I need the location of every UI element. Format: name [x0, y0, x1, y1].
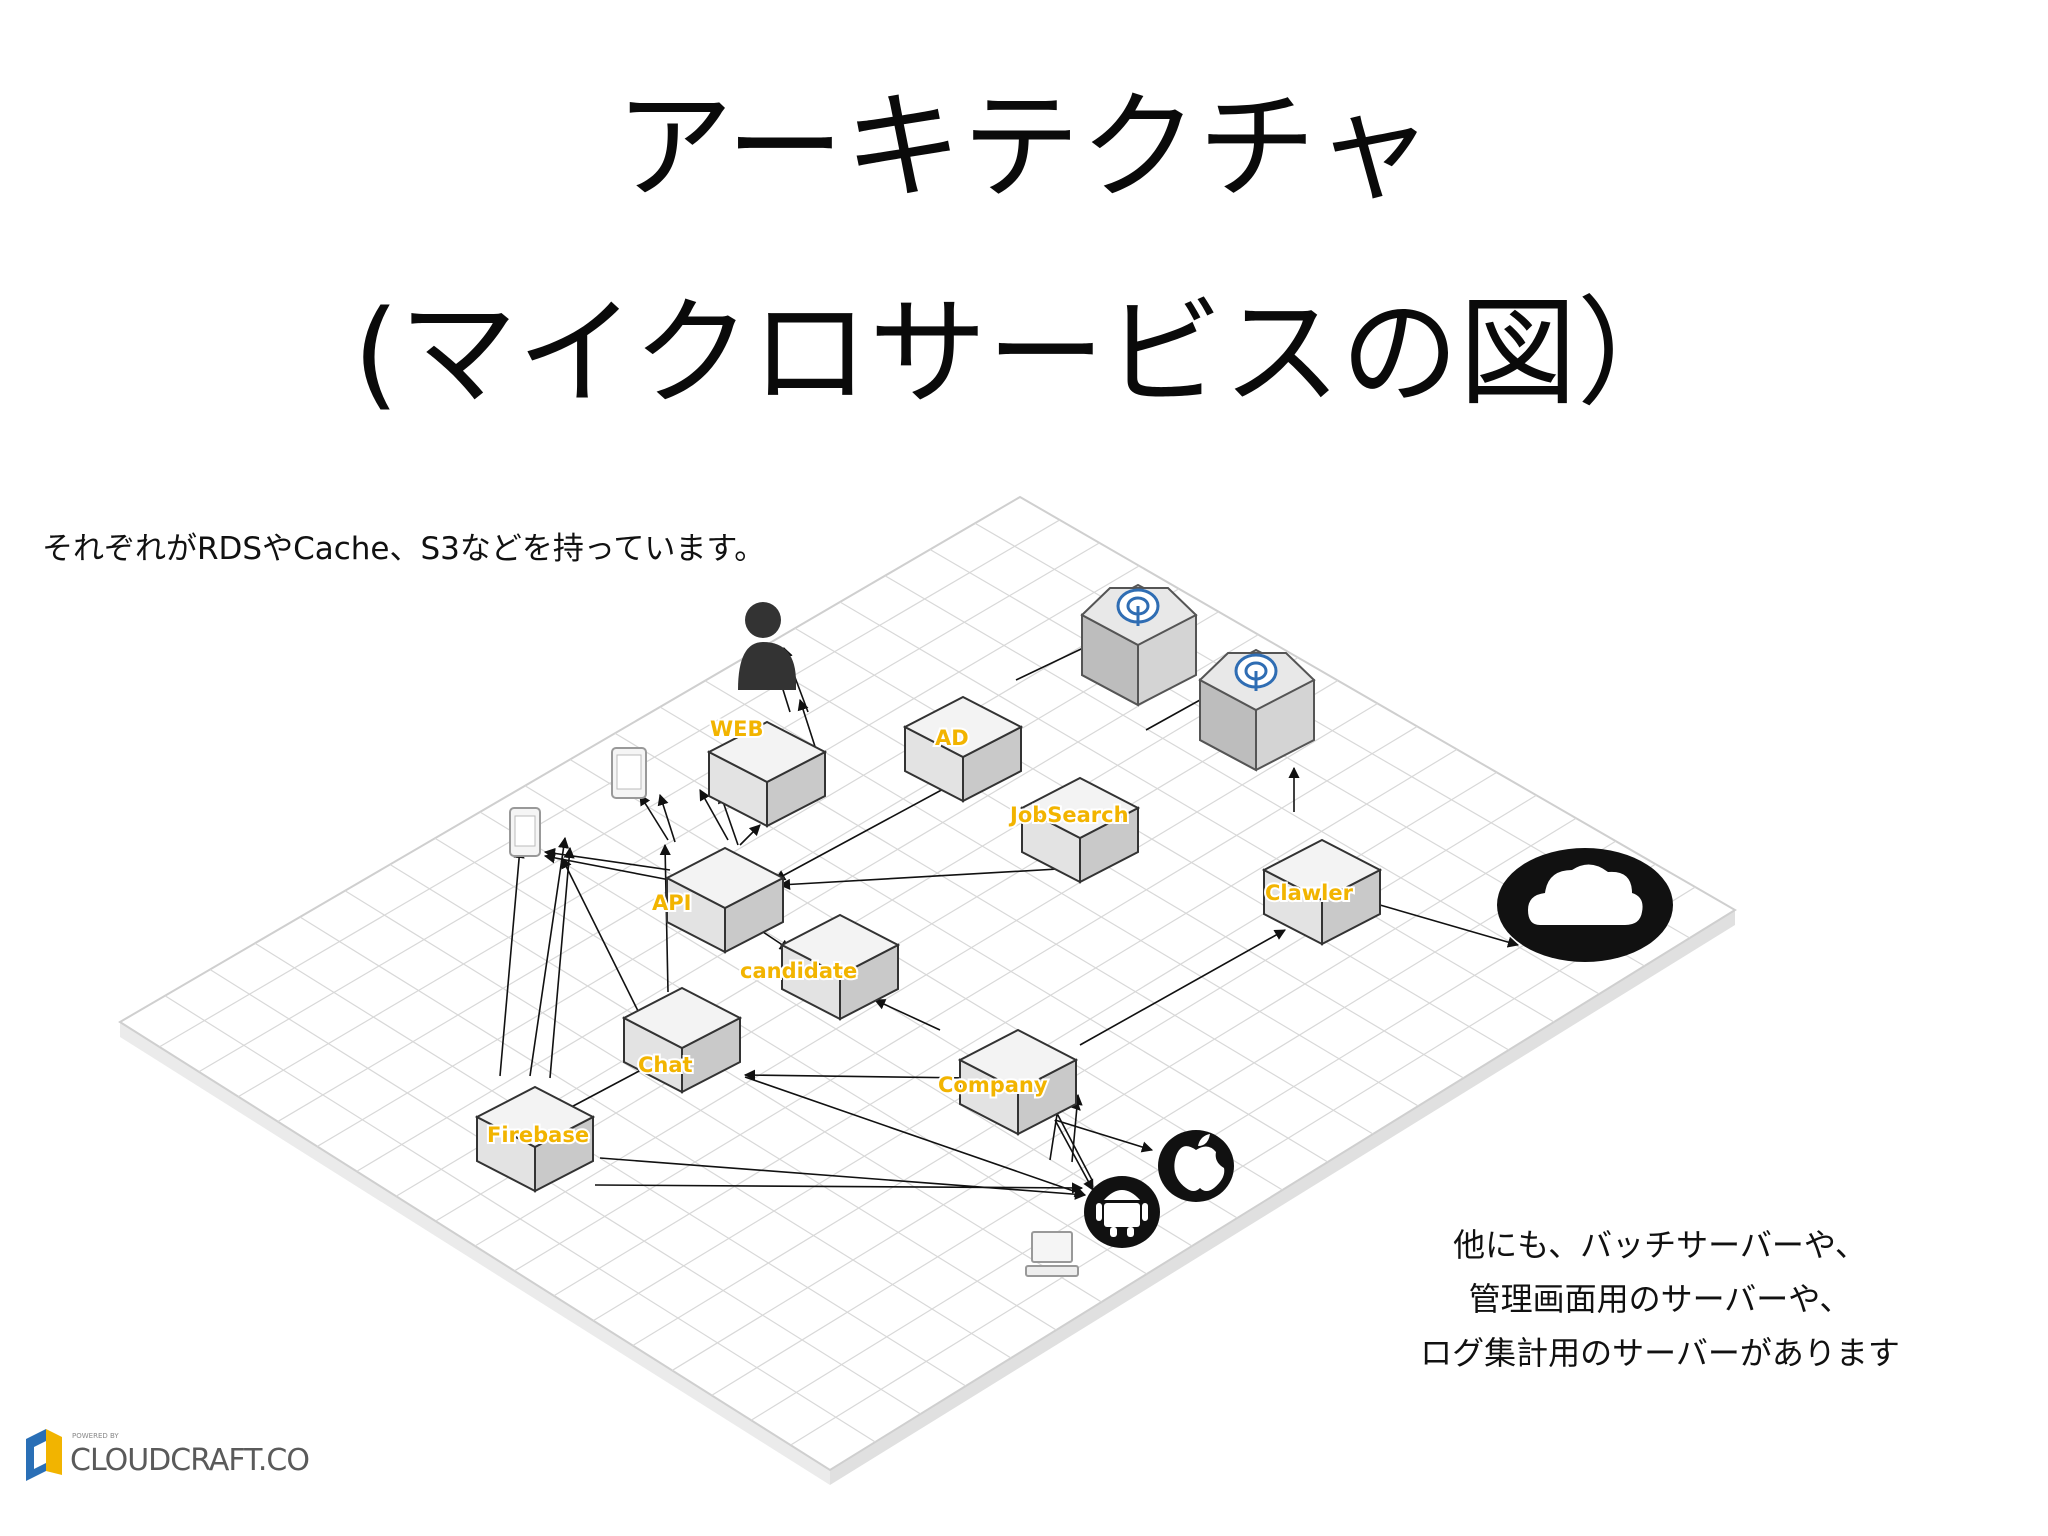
- connection-arrow: [599, 1157, 1087, 1200]
- connection-arrow: [657, 793, 676, 843]
- connection-arrow: [1054, 1119, 1154, 1153]
- connection-arrow: [594, 1182, 1084, 1194]
- page-title: アーキテクチャ: [615, 78, 1433, 216]
- connection-arrow: [778, 867, 1076, 891]
- android-icon: [1084, 1176, 1160, 1248]
- node-jobsearch: JobSearch: [1006, 776, 1141, 884]
- connection-arrow: [739, 824, 761, 846]
- other-servers-line-1: 他にも、バッチサーバーや、: [1453, 1226, 1867, 1264]
- node-company: Company: [936, 1028, 1079, 1136]
- node-web: WEB: [706, 715, 828, 828]
- connection-arrow: [529, 836, 570, 1077]
- node-chat: Chat: [621, 986, 743, 1094]
- connection-arrow: [1379, 904, 1520, 948]
- node-label-clawler: Clawler: [1265, 881, 1354, 905]
- node-label-firebase: Firebase: [487, 1123, 589, 1147]
- other-servers-line-3: ログ集計用のサーバーがあります: [1420, 1334, 1900, 1372]
- page-subtitle: (マイクロサービスの図）: [353, 284, 1695, 422]
- cloud-icon: [1497, 848, 1673, 962]
- apple-icon: [1158, 1130, 1234, 1202]
- connection-arrow: [639, 794, 669, 841]
- connection-arrow: [1054, 1119, 1094, 1191]
- connection-arrow: [1079, 929, 1286, 1046]
- connection-arrow: [774, 779, 961, 881]
- connection-arrow: [743, 1069, 973, 1081]
- storage-note: それぞれがRDSやCache、S3などを持っています。: [42, 531, 766, 567]
- node-label-candidate: candidate: [740, 959, 857, 983]
- connection-arrow: [744, 1076, 1087, 1197]
- connection-arrow: [699, 789, 729, 841]
- elastic-search-icon: [1198, 648, 1316, 772]
- other-servers-note: 他にも、バッチサーバーや、 管理画面用のサーバーや、 ログ集計用のサーバーがあり…: [1340, 1218, 1980, 1380]
- connection-arrow: [549, 846, 575, 1079]
- connection-arrow: [499, 846, 525, 1077]
- node-candidate: candidate: [738, 913, 901, 1021]
- node-label-api: API: [652, 891, 691, 915]
- node-ad: AD: [902, 695, 1024, 803]
- connection-arrow: [873, 999, 941, 1031]
- grid-platform: [118, 495, 1737, 1485]
- node-label-ad: AD: [935, 726, 969, 750]
- connection-arrow: [561, 856, 646, 1026]
- cloudcraft-logo: POWERED BY CLOUDCRAFT.CO: [22, 1425, 310, 1485]
- logo-text: CLOUDCRAFT.CO: [70, 1443, 310, 1478]
- elastic-search-icon: [1080, 583, 1198, 707]
- node-label-web: WEB: [710, 717, 764, 741]
- logo-powered-by: POWERED BY: [72, 1432, 119, 1440]
- desktop-icon: [1025, 1231, 1079, 1277]
- node-label-company: Company: [938, 1073, 1048, 1097]
- node-label-chat: Chat: [638, 1053, 693, 1077]
- node-firebase: Firebase: [474, 1085, 596, 1193]
- node-label-jobsearch: JobSearch: [1008, 803, 1129, 827]
- user-icon: [738, 602, 796, 690]
- cloudcraft-logo-mark: [26, 1429, 62, 1481]
- node-clawler: Clawler: [1261, 838, 1383, 946]
- tablet-icon: [611, 747, 647, 799]
- node-api: API: [650, 846, 786, 954]
- mobile-phone-icon: [509, 807, 541, 857]
- other-servers-line-2: 管理画面用のサーバーや、: [1468, 1280, 1852, 1318]
